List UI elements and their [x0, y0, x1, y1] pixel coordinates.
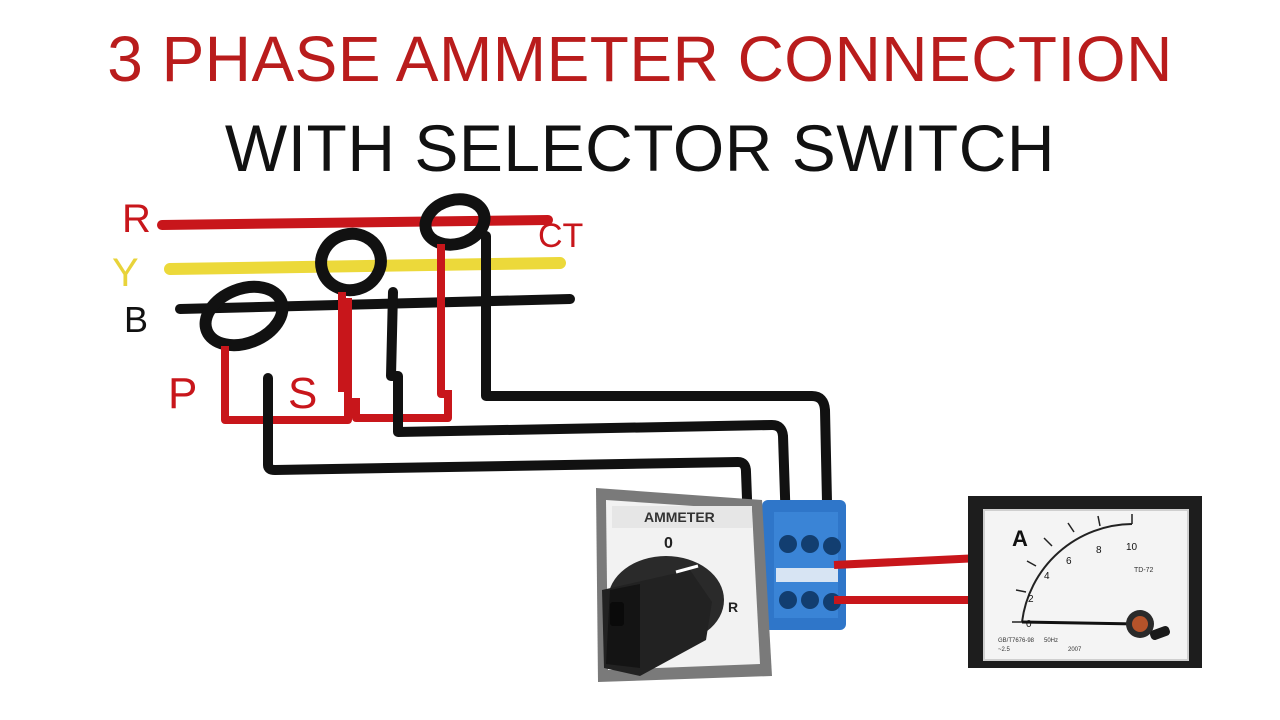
ammeter-unit-symbol: A	[1012, 526, 1028, 551]
wire-b-to-switch	[263, 373, 753, 530]
scale-mark-0: 0	[1026, 619, 1032, 630]
terminal-screw	[779, 535, 797, 553]
primary-label: P	[168, 369, 197, 418]
terminal-screw	[823, 537, 841, 555]
title-line-1: 3 PHASE AMMETER CONNECTION	[107, 23, 1173, 95]
ammeter-zero-adjust[interactable]	[1149, 625, 1171, 641]
switch-name-plate: AMMETER	[644, 509, 715, 525]
wire-r-to-switch	[481, 231, 833, 553]
scale-mark-6: 6	[1066, 556, 1072, 567]
ammeter-accuracy: ~2.5	[998, 647, 1011, 653]
ammeter-scale-ticks	[1012, 514, 1133, 623]
y-phase-label: Y	[112, 251, 139, 295]
secondary-label: S	[288, 369, 317, 418]
ct-ring-b	[199, 280, 289, 352]
scale-mark-4: 4	[1044, 571, 1050, 582]
wire-y-to-switch	[386, 287, 791, 531]
b-phase-label: B	[124, 299, 148, 340]
title-line-2: WITH SELECTOR SWITCH	[224, 111, 1056, 185]
r-phase-label: R	[122, 197, 151, 241]
terminal-screw	[779, 591, 797, 609]
ammeter-frequency: 50Hz	[1044, 638, 1058, 644]
ct-r-red-lead	[437, 244, 448, 398]
terminal-screw	[801, 535, 819, 553]
ct-ring-r	[419, 193, 491, 251]
ammeter-model: TD-72	[1134, 567, 1154, 574]
scale-mark-10: 10	[1126, 542, 1138, 553]
y-phase-bus	[164, 257, 566, 275]
b-phase-bus	[175, 294, 575, 314]
terminal-screw	[801, 591, 819, 609]
selector-switch[interactable]: AMMETER 0 R	[596, 488, 846, 682]
scale-mark-2: 2	[1028, 594, 1034, 605]
ammeter-scale-arc	[1021, 523, 1133, 623]
switch-position-r: R	[728, 599, 738, 615]
ammeter-needle	[1021, 620, 1139, 626]
ct-ring-y	[315, 227, 387, 297]
ct-b-red-lead	[221, 298, 352, 424]
switch-position-0: 0	[664, 535, 673, 552]
scale-mark-8: 8	[1096, 545, 1102, 556]
ammeter-year: 2007	[1068, 647, 1082, 653]
wire-switch-to-ammeter-1	[833, 554, 981, 569]
ammeter: A 0 2 4 6 8 10 TD-72 GB/T7676-98 50Hz ~2…	[968, 496, 1202, 668]
ammeter-standard: GB/T7676-98	[998, 638, 1035, 644]
